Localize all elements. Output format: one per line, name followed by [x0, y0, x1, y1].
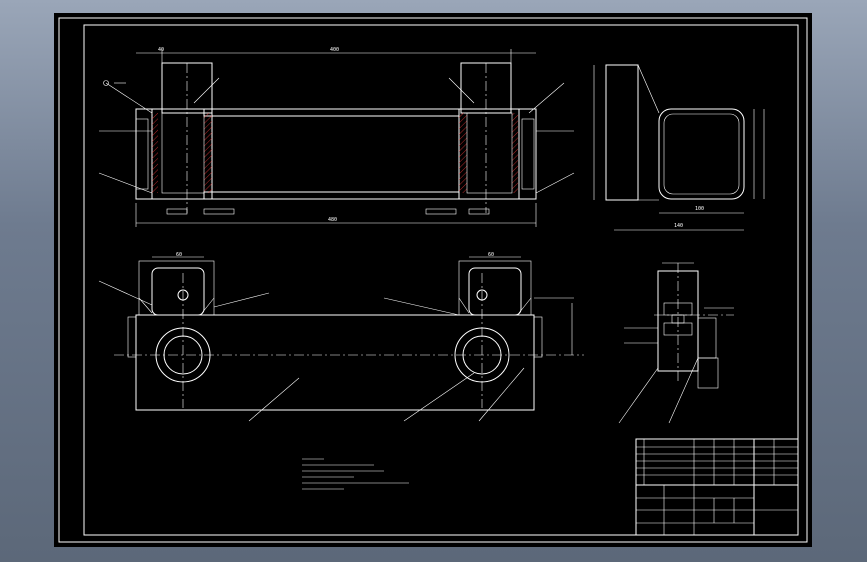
svg-text:60: 60: [176, 252, 182, 258]
svg-text:400: 400: [330, 47, 339, 53]
svg-text:40: 40: [158, 47, 164, 53]
side-section-view: [618, 262, 734, 424]
outer-border: [58, 17, 808, 543]
svg-text:60: 60: [488, 252, 494, 258]
inner-border: [83, 24, 799, 536]
title-block: [635, 438, 799, 536]
drawing-sheet: 40 400 480: [54, 13, 812, 547]
drawing-canvas: 40 400 480: [58, 17, 808, 543]
svg-text:480: 480: [328, 217, 337, 223]
top-view: 60 60: [98, 252, 584, 422]
side-view: 100 140: [593, 64, 765, 231]
svg-text:100: 100: [695, 206, 704, 212]
svg-text:140: 140: [674, 223, 683, 229]
technical-notes: [302, 458, 409, 490]
front-section-view: 40 400 480: [98, 47, 575, 227]
